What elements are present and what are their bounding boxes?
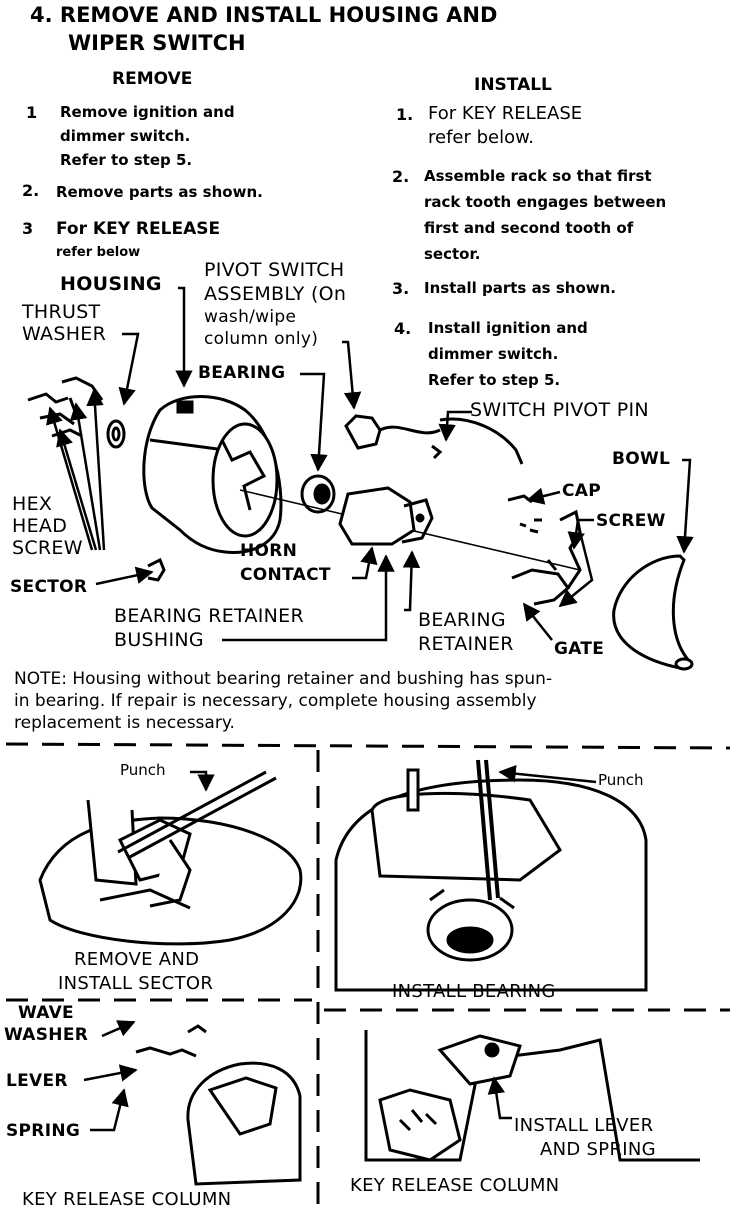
label-horn-contact-line2: CONTACT bbox=[240, 565, 331, 585]
install-step3-number: 3. bbox=[392, 279, 410, 298]
panel-lever: LEVER bbox=[6, 1071, 68, 1091]
key-release-column-right-illustration bbox=[364, 1030, 700, 1162]
panel-key-release-column-right: KEY RELEASE COLUMN bbox=[350, 1175, 560, 1196]
install-step2-line4: sector. bbox=[424, 245, 481, 263]
panel-install-lever-spring-line1: INSTALL LEVER bbox=[514, 1115, 654, 1136]
install-step2-line3: first and second tooth of bbox=[424, 219, 634, 237]
label-thrust-washer-line1: THRUST bbox=[22, 301, 101, 323]
remove-heading: REMOVE bbox=[112, 69, 193, 89]
label-pivot-switch-line2: ASSEMBLY (On bbox=[204, 283, 347, 305]
remove-step2-line1: Remove parts as shown. bbox=[56, 183, 263, 201]
note-line3: replacement is necessary. bbox=[14, 713, 235, 733]
install-heading: INSTALL bbox=[474, 75, 552, 95]
install-step2-line2: rack tooth engages between bbox=[424, 193, 667, 211]
panel-wave-washer-line1: WAVE bbox=[18, 1003, 74, 1023]
install-step1-line1: For KEY RELEASE bbox=[428, 103, 583, 124]
remove-step1-line3: Refer to step 5. bbox=[60, 151, 193, 169]
remove-step1-line2: dimmer switch. bbox=[60, 127, 191, 145]
housing-part bbox=[142, 395, 283, 555]
pivot-switch-assembly bbox=[344, 414, 524, 465]
panel-punch-label-left: Punch bbox=[120, 761, 166, 779]
sector-part bbox=[147, 557, 166, 582]
panel-spring: SPRING bbox=[6, 1121, 81, 1141]
panel-key-release-column-left: KEY RELEASE COLUMN bbox=[22, 1189, 232, 1210]
install-step1-number: 1. bbox=[396, 105, 414, 124]
label-screw: SCREW bbox=[596, 511, 666, 531]
label-switch-pivot-pin: SWITCH PIVOT PIN bbox=[470, 399, 649, 421]
install-step2-number: 2. bbox=[392, 167, 410, 186]
remove-step2-number: 2. bbox=[22, 181, 40, 200]
label-bearing: BEARING bbox=[198, 363, 286, 383]
hex-head-screws bbox=[27, 376, 104, 438]
panel-install-lever-spring-line2: AND SPRING bbox=[540, 1139, 656, 1160]
thrust-washer bbox=[106, 419, 126, 449]
label-pivot-switch-line3: wash/wipe bbox=[204, 307, 297, 327]
key-release-column-left-illustration bbox=[135, 1024, 302, 1186]
panel-remove-install-sector-line1: REMOVE AND bbox=[74, 949, 200, 970]
label-housing: HOUSING bbox=[60, 273, 162, 295]
section-title-line1: 4. REMOVE AND INSTALL HOUSING AND bbox=[30, 3, 498, 27]
section-title-line2: WIPER SWITCH bbox=[68, 31, 246, 55]
note-line2: in bearing. If repair is necessary, comp… bbox=[14, 691, 537, 711]
install-step3-line1: Install parts as shown. bbox=[424, 279, 616, 297]
bearing-retainer-parts bbox=[338, 486, 434, 546]
remove-step1-line1: Remove ignition and bbox=[60, 103, 235, 121]
label-hex-head-screw-line1: HEX bbox=[12, 493, 53, 515]
sector-panel-illustration bbox=[38, 799, 303, 946]
label-hex-head-screw-line3: SCREW bbox=[12, 537, 83, 559]
install-step4-number: 4. bbox=[394, 319, 412, 338]
label-thrust-washer-line2: WASHER bbox=[22, 323, 107, 345]
label-bearing-retainer-line1: BEARING bbox=[418, 609, 506, 631]
panel-punch-label-right: Punch bbox=[598, 771, 644, 789]
cap-screw-gate-parts bbox=[507, 494, 582, 606]
label-bowl: BOWL bbox=[612, 449, 671, 469]
note-line1: NOTE: Housing without bearing retainer a… bbox=[14, 669, 553, 689]
bowl-part bbox=[612, 554, 694, 671]
label-bearing-retainer-bushing-line2: BUSHING bbox=[114, 629, 204, 651]
label-cap: CAP bbox=[562, 481, 601, 501]
label-pivot-switch-line1: PIVOT SWITCH bbox=[204, 259, 345, 281]
install-step4-line2: dimmer switch. bbox=[428, 345, 559, 363]
label-gate: GATE bbox=[554, 639, 605, 659]
bearing-panel-illustration bbox=[334, 768, 648, 992]
panel-wave-washer-line2: WASHER bbox=[4, 1025, 89, 1045]
label-bearing-retainer-bushing-line1: BEARING RETAINER bbox=[114, 605, 304, 627]
install-step4-line3: Refer to step 5. bbox=[428, 371, 561, 389]
remove-step3-line2: refer below bbox=[56, 245, 141, 260]
label-horn-contact-line1: HORN bbox=[240, 541, 298, 561]
panel-remove-install-sector-line2: INSTALL SECTOR bbox=[58, 973, 214, 994]
label-bearing-retainer-line2: RETAINER bbox=[418, 633, 514, 655]
install-step1-line2: refer below. bbox=[428, 127, 534, 148]
install-step4-line1: Install ignition and bbox=[428, 319, 588, 337]
label-pivot-switch-line4: column only) bbox=[204, 329, 319, 349]
remove-step3-number: 3 bbox=[22, 219, 34, 238]
install-step2-line1: Assemble rack so that first bbox=[424, 167, 652, 185]
remove-step1-number: 1 bbox=[26, 103, 38, 122]
bearing-part bbox=[300, 474, 336, 514]
label-hex-head-screw-line2: HEAD bbox=[12, 515, 68, 537]
panel-install-bearing: INSTALL BEARING bbox=[392, 981, 556, 1002]
label-sector: SECTOR bbox=[10, 577, 88, 597]
remove-step3-line1: For KEY RELEASE bbox=[56, 219, 221, 239]
